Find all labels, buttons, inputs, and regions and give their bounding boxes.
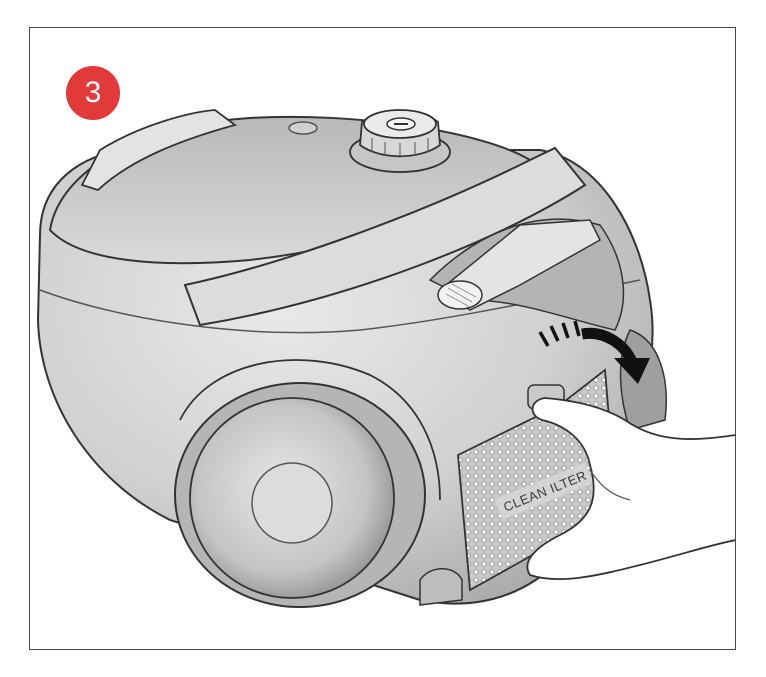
hand-crease (589, 469, 631, 501)
lid-flap (183, 146, 587, 327)
lid-hole (288, 121, 318, 135)
hand (526, 397, 735, 581)
front-foot (419, 568, 463, 606)
direction-arrow (538, 320, 650, 384)
power-dial (349, 109, 451, 173)
step-number-badge: 3 (66, 66, 120, 120)
wheel-arch (179, 359, 441, 501)
rear-wheel (174, 382, 426, 608)
carry-handle (80, 109, 238, 192)
crevice-tool (437, 219, 601, 311)
